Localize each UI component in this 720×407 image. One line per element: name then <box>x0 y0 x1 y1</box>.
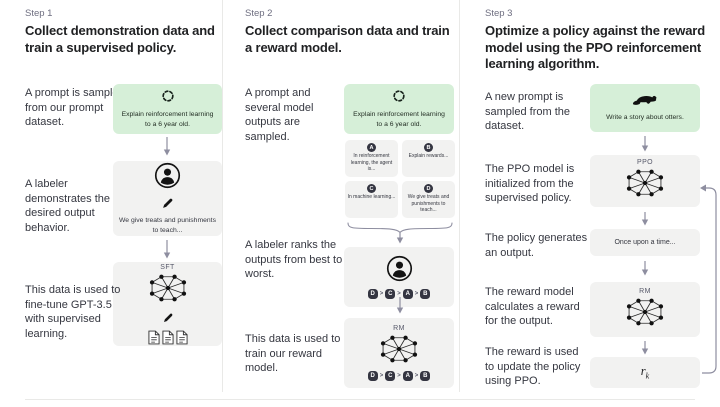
neural-network-icon <box>624 168 666 203</box>
caption-prompt-sampled: A prompt is sampled from our prompt data… <box>25 87 125 129</box>
sft-model-box: SFT <box>113 262 222 346</box>
prompt-box: Write a story about otters. <box>590 84 700 132</box>
rank-separator: > <box>414 291 419 297</box>
rank-separator: > <box>379 373 384 379</box>
caption-finetune: This data is used to fine-tune GPT-3.5 w… <box>25 284 121 340</box>
demonstration-text: We give treats and punishments to teach.… <box>119 216 216 234</box>
down-arrow <box>163 240 171 259</box>
ppo-model-box: PPO <box>590 155 700 207</box>
caption-update-policy: The reward is used to update the policy … <box>485 346 581 388</box>
prompt-text: Explain reinforcement learning to a 6 ye… <box>121 110 214 128</box>
rank-chip: D <box>367 289 378 299</box>
down-arrow <box>396 233 404 244</box>
down-arrow <box>396 297 404 314</box>
output-box-b: B Explain rewards... <box>402 140 455 177</box>
reward-value-box: rk <box>590 357 700 388</box>
caption-new-prompt: A new prompt is sampled from the dataset… <box>485 91 570 133</box>
ranking-row: D > C > A > B <box>367 289 431 299</box>
bottom-divider <box>25 399 695 400</box>
caption-reward-calc: The reward model calculates a reward for… <box>485 286 580 328</box>
column-divider <box>222 0 223 392</box>
rank-chip: A <box>402 371 413 381</box>
labeler-icon <box>386 255 413 287</box>
labeler-icon <box>154 162 181 194</box>
curly-brace <box>347 222 453 233</box>
step-label: Step 2 <box>245 8 273 19</box>
step-heading: Collect comparison data and train a rewa… <box>245 23 450 55</box>
rank-separator: > <box>379 291 384 297</box>
sample-icon <box>392 89 406 108</box>
output-chip: A <box>367 143 376 152</box>
down-arrow <box>641 261 649 276</box>
prompt-text: Write a story about otters. <box>606 114 684 122</box>
rank-chip: B <box>420 289 431 299</box>
pencil-icon <box>163 310 173 328</box>
step-label: Step 3 <box>485 8 513 19</box>
step-label: Step 1 <box>25 8 53 19</box>
neural-network-icon <box>378 334 420 369</box>
rank-separator: > <box>397 373 401 379</box>
rank-chip: C <box>385 289 396 299</box>
caption-ppo-init: The PPO model is initialized from the su… <box>485 163 575 205</box>
rm-label: RM <box>639 287 651 295</box>
output-box-c: C In machine learning... <box>345 181 398 218</box>
caption-train-rm: This data is used to train our reward mo… <box>245 333 341 375</box>
sft-label: SFT <box>160 263 175 271</box>
prompt-text: Explain reinforcement learning to a 6 ye… <box>353 110 445 128</box>
output-text: In reinforcement learning, the agent is.… <box>350 153 393 172</box>
rank-separator: > <box>397 291 401 297</box>
neural-network-icon <box>624 297 666 332</box>
caption-policy-output: The policy generates an output. <box>485 232 588 259</box>
output-text: Explain rewards... <box>408 153 449 159</box>
down-arrow <box>641 136 649 152</box>
prompt-box: Explain reinforcement learning to a 6 ye… <box>113 84 222 134</box>
down-arrow <box>641 212 649 226</box>
caption-outputs-sampled: A prompt and several model outputs are s… <box>245 87 314 143</box>
rank-chip: C <box>385 371 396 381</box>
policy-output-box: Once upon a time... <box>590 229 700 256</box>
rank-chip: D <box>367 371 378 381</box>
output-box-d: D We give treats and punishments to teac… <box>402 181 455 218</box>
reward-symbol: rk <box>640 364 650 381</box>
caption-labeler-demonstrates: A labeler demonstrates the desired outpu… <box>25 178 110 234</box>
output-text: In machine learning... <box>347 194 396 200</box>
column-divider <box>459 0 460 392</box>
output-chip: D <box>424 184 433 193</box>
down-arrow <box>641 341 649 355</box>
ppo-label: PPO <box>637 159 653 166</box>
reward-model-box: RM D > C > A <box>344 318 454 388</box>
caption-labeler-ranks: A labeler ranks the outputs from best to… <box>245 239 343 281</box>
step-heading: Optimize a policy against the reward mod… <box>485 23 705 71</box>
labeler-demo-box: We give treats and punishments to teach.… <box>113 161 222 236</box>
rank-chip: B <box>420 371 431 381</box>
output-text: We give treats and punishments to teach.… <box>407 194 450 213</box>
rank-chip: A <box>402 289 413 299</box>
labeler-rank-box: D > C > A > B <box>344 247 454 307</box>
ranking-row: D > C > A > B <box>367 371 431 381</box>
pencil-icon <box>162 196 173 214</box>
output-chip: B <box>424 143 433 152</box>
neural-network-icon <box>147 273 189 308</box>
prompt-box: Explain reinforcement learning to a 6 ye… <box>344 84 454 134</box>
rank-separator: > <box>414 373 419 379</box>
down-arrow <box>163 137 171 156</box>
output-box-a: A In reinforcement learning, the agent i… <box>345 140 398 177</box>
otter-icon <box>632 93 658 111</box>
feedback-loop-arrow <box>700 184 717 374</box>
output-chip: C <box>367 184 376 193</box>
reward-model-box: RM <box>590 282 700 337</box>
sample-icon <box>161 89 175 108</box>
documents-icon <box>147 330 188 345</box>
policy-output-text: Once upon a time... <box>614 239 676 246</box>
step-heading: Collect demonstration data and train a s… <box>25 23 215 55</box>
rm-label: RM <box>393 325 405 332</box>
